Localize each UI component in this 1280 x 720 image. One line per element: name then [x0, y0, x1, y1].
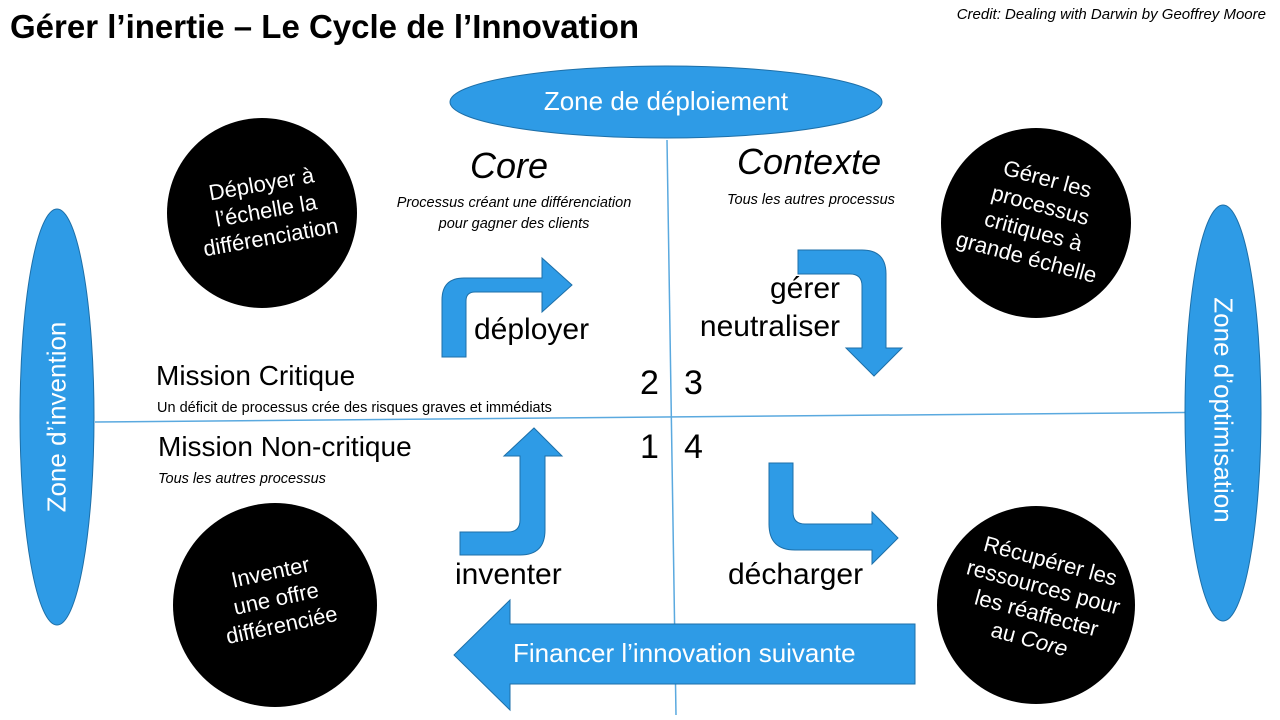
- neutraliser-label: neutraliser: [699, 310, 840, 343]
- circle-bottom-right: [937, 506, 1135, 704]
- page-title: Gérer l’inertie – Le Cycle de l’Innovati…: [10, 8, 640, 45]
- financer-label: Financer l’innovation suivante: [513, 638, 856, 668]
- zone-invention-ellipse: [19, 208, 95, 626]
- zone-optimisation-ellipse: [1184, 204, 1262, 622]
- inventer-label: inventer: [455, 558, 562, 591]
- quadrant-number-3: 3: [684, 364, 703, 402]
- quadrant-number-4: 4: [684, 428, 703, 466]
- zone-deploiement-ellipse: [449, 65, 883, 139]
- decharger-label: décharger: [728, 558, 864, 591]
- mission-critique-heading: Mission Critique: [156, 360, 356, 391]
- circle-bottom-left: [173, 503, 377, 707]
- contexte-description: Tous les autres processus: [727, 192, 895, 208]
- circle-top-left: [167, 118, 357, 308]
- quadrant-number-1: 1: [640, 428, 659, 466]
- core-description-line1: Processus créant une différenciation: [396, 195, 632, 211]
- inventer-arrow: [459, 427, 564, 556]
- mission-critique-description: Un déficit de processus crée des risques…: [157, 400, 552, 416]
- zone-optimisation-label: Zone d’optimisation: [1208, 297, 1239, 523]
- circle-bottom-right-word: au: [988, 616, 1019, 648]
- deployer-label: déployer: [474, 313, 590, 346]
- mission-non-critique-description: Tous les autres processus: [158, 471, 326, 487]
- gerer-label: gérer: [769, 272, 840, 305]
- vertical-axis: [666, 139, 677, 716]
- horizontal-axis: [94, 411, 1241, 423]
- credit-line: Credit: Dealing with Darwin by Geoffrey …: [956, 6, 1266, 23]
- zone-deploiement-label: Zone de déploiement: [543, 86, 789, 116]
- gerer-arrow: [797, 249, 904, 377]
- financer-arrow: [453, 598, 916, 712]
- zone-invention-label: Zone d’invention: [41, 321, 72, 513]
- decharger-arrow: [768, 462, 899, 566]
- core-description-line2: pour gagner des clients: [438, 216, 590, 232]
- contexte-heading: Contexte: [737, 141, 882, 182]
- circle-top-right: [941, 128, 1131, 318]
- deployer-arrow: [441, 256, 573, 358]
- mission-non-critique-heading: Mission Non-critique: [158, 431, 412, 462]
- quadrant-number-2: 2: [640, 364, 659, 402]
- core-heading: Core: [470, 145, 549, 186]
